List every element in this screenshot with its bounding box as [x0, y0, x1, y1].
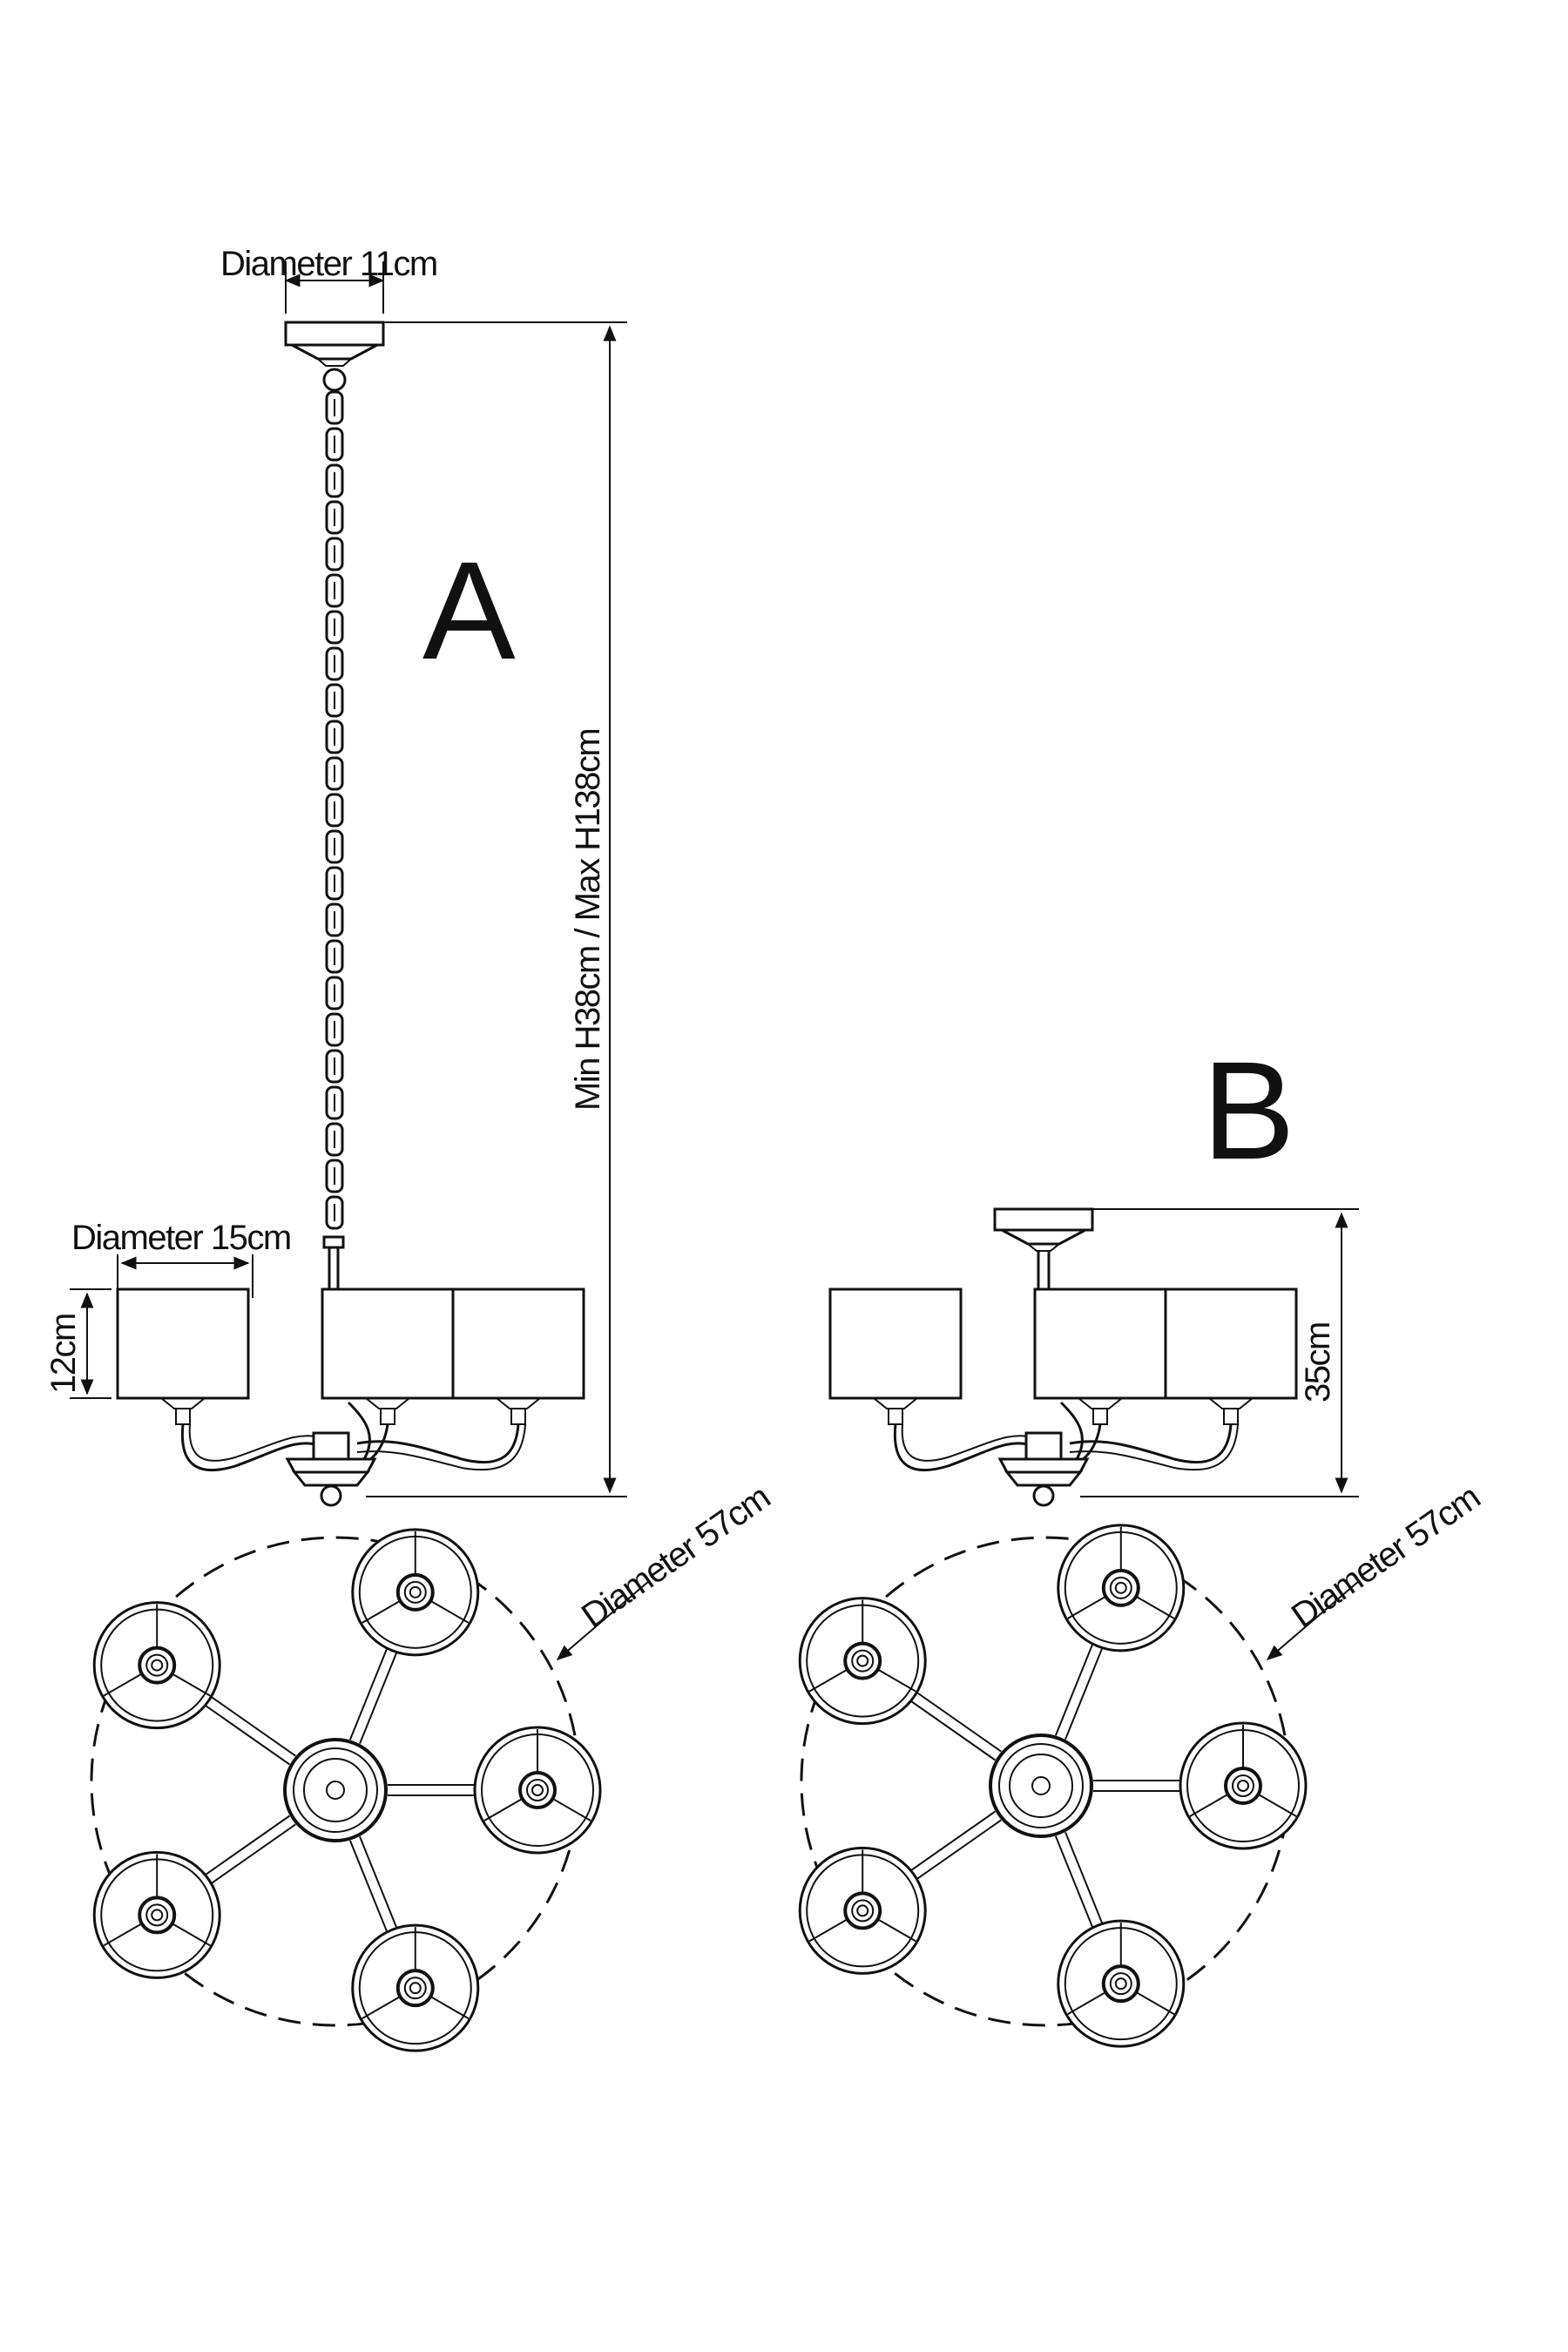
chain-link [325, 1122, 344, 1157]
chain-link [325, 1085, 344, 1120]
canopy-diameter-label: Diameter 11cm [220, 245, 437, 283]
overall-diameter-label: Diameter 57cm [1285, 1478, 1486, 1635]
chain-link [325, 1012, 344, 1047]
chain-link [325, 610, 344, 645]
chain-link [325, 1049, 344, 1084]
chain-link [325, 902, 344, 937]
chain-link [325, 756, 344, 791]
view-a-letter: A [422, 532, 516, 688]
chain-link [325, 537, 344, 571]
shade-height-label: 12cm [44, 1314, 83, 1394]
chain-link [325, 976, 344, 1010]
chain-link [325, 939, 344, 974]
chain-link [325, 390, 344, 425]
chain-link [325, 829, 344, 864]
height-label: 35cm [1299, 1322, 1337, 1402]
chain-link [325, 463, 344, 498]
view-b: B 35cm Diameter 57cm [800, 1032, 1486, 2046]
overall-diameter-label: Diameter 57cm [575, 1478, 776, 1635]
chain-link [325, 866, 344, 901]
chain-link [325, 573, 344, 608]
chain-link [325, 427, 344, 462]
chain-link [325, 500, 344, 535]
shade-diameter-label: Diameter 15cm [71, 1219, 291, 1257]
chain-link [325, 720, 344, 754]
view-a: Diameter 11cm Min H38cm / Max H138cm A D… [44, 245, 776, 2051]
view-b-letter: B [1202, 1032, 1295, 1188]
chain-link [325, 1195, 344, 1230]
chain [325, 390, 344, 1230]
chain-link [325, 793, 344, 828]
chain-link [325, 683, 344, 718]
chain-link [325, 1159, 344, 1193]
height-label: Min H38cm / Max H138cm [569, 729, 607, 1111]
chain-link [325, 646, 344, 681]
